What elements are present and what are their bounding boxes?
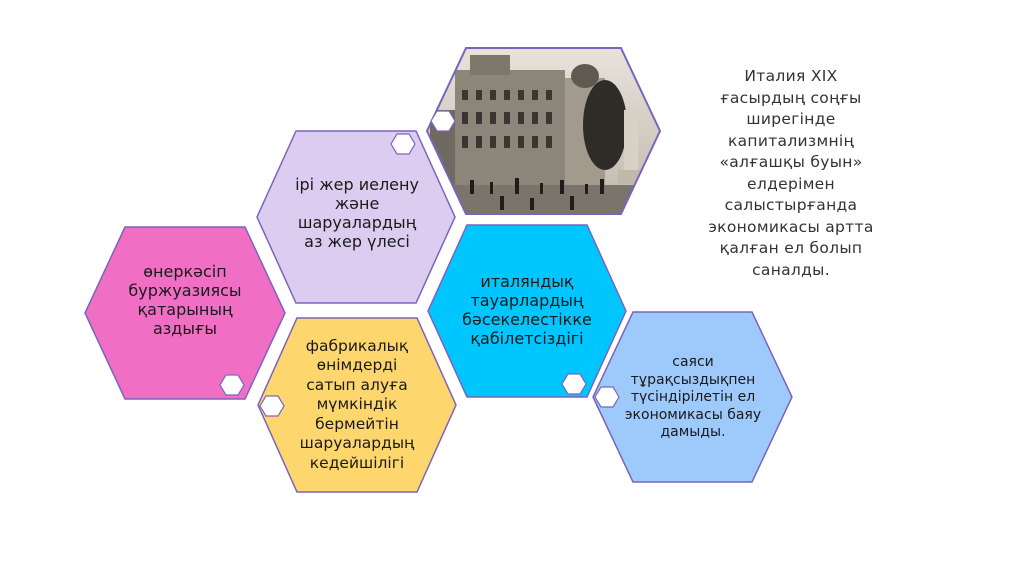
city-photo-hexagon [425,47,662,215]
lavender-hexagon-text: ірі жер иелену және шаруалардың аз жер ү… [295,175,419,251]
cyan-hexagon-text: италяндық тауарлардың бәсекелестікке қаб… [462,272,592,348]
marker-hexagon [219,374,245,396]
yellow-hexagon-text: фабрикалық өнімдерді сатып алуға мүмкінд… [299,336,415,472]
marker-hexagon [390,133,416,155]
blue-hexagon [592,311,793,483]
pink-hexagon [84,226,286,400]
side-description: Италия XIX ғасырдың соңғы ширегінде капи… [708,67,874,279]
yellow-hexagon [257,317,457,493]
city-street-photo [427,48,660,214]
cyan-hexagon [427,224,627,398]
lavender-hexagon [256,130,456,304]
marker-hexagon [430,110,456,132]
blue-hexagon-text: саяси тұрақсыздықпен түсіндірілетін ел э… [624,354,762,441]
marker-hexagon [594,386,620,408]
pink-hexagon-text: өнеркәсіп буржуазиясы қатарының аздығы [128,262,242,338]
marker-hexagon [259,395,285,417]
marker-hexagon [561,373,587,395]
